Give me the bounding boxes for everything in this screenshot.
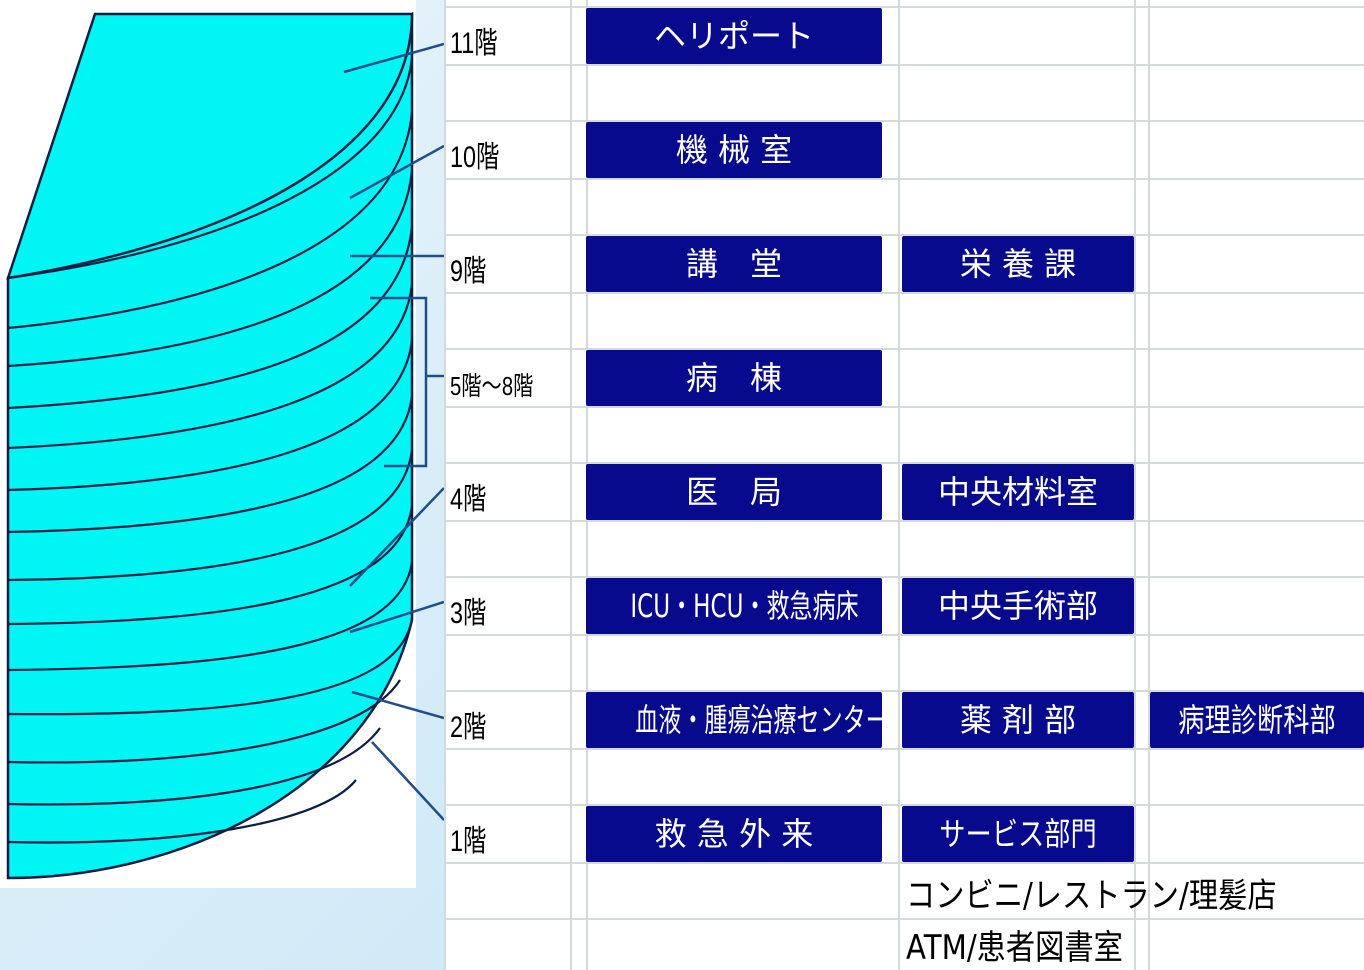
facility-list-2: ATM/患者図書室 <box>906 928 1123 968</box>
grid-line <box>444 64 1364 66</box>
floor-label-4: 4階 <box>450 483 487 516</box>
floor-lines <box>7 57 414 844</box>
dept-medical-office: 医 局 <box>586 464 882 520</box>
dept-surgery: 中央手術部 <box>902 578 1134 634</box>
grid-line <box>898 0 900 970</box>
dept-heliport: ヘリポート <box>586 8 882 64</box>
grid-line <box>444 804 1364 806</box>
dept-emergency: 救 急 外 来 <box>586 806 882 862</box>
grid-line <box>1148 0 1150 970</box>
dept-machine-room: 機 械 室 <box>586 122 882 178</box>
dept-hematology: 血液・腫瘍治療センター <box>586 692 882 748</box>
grid-line <box>444 348 1364 350</box>
dept-pathology: 病理診断科部 <box>1150 692 1364 748</box>
grid-line <box>570 0 572 970</box>
dept-icu: ICU・HCU・救急病床 <box>586 578 882 634</box>
grid-line <box>444 6 1364 8</box>
grid-line <box>444 462 1364 464</box>
grid-line <box>444 120 1364 122</box>
leader-lines <box>343 42 444 821</box>
bracket-5-8 <box>370 296 444 468</box>
grid-line <box>444 0 446 970</box>
grid-line <box>444 406 1364 408</box>
grid-line <box>444 862 1364 864</box>
floor-label-3: 3階 <box>450 597 487 630</box>
grid-line <box>444 234 1364 236</box>
floor-label-5-8: 5階～8階 <box>450 371 534 401</box>
floor-label-11: 11階 <box>450 27 498 60</box>
dept-auditorium: 講 堂 <box>586 236 882 292</box>
floor-label-2: 2階 <box>450 711 487 744</box>
floor-label-1: 1階 <box>450 825 487 858</box>
facility-list-1: コンビニ/レストラン/理髪店 <box>906 876 1277 916</box>
building-roof <box>6 12 414 280</box>
grid-line <box>1134 0 1136 970</box>
grid-line <box>444 292 1364 294</box>
grid-line <box>444 634 1364 636</box>
floor-label-10: 10階 <box>450 141 500 174</box>
dept-pharmacy: 薬 剤 部 <box>902 692 1134 748</box>
dept-central-supply: 中央材料室 <box>902 464 1134 520</box>
grid-line <box>444 520 1364 522</box>
grid-line <box>444 690 1364 692</box>
grid-line <box>444 918 1364 920</box>
dept-services: サービス部門 <box>902 806 1134 862</box>
building-illustration <box>0 0 444 888</box>
grid-line <box>444 576 1364 578</box>
dept-nutrition: 栄 養 課 <box>902 236 1134 292</box>
grid-line <box>444 178 1364 180</box>
floor-label-9: 9階 <box>450 255 487 288</box>
dept-wards: 病 棟 <box>586 350 882 406</box>
grid-line <box>444 748 1364 750</box>
